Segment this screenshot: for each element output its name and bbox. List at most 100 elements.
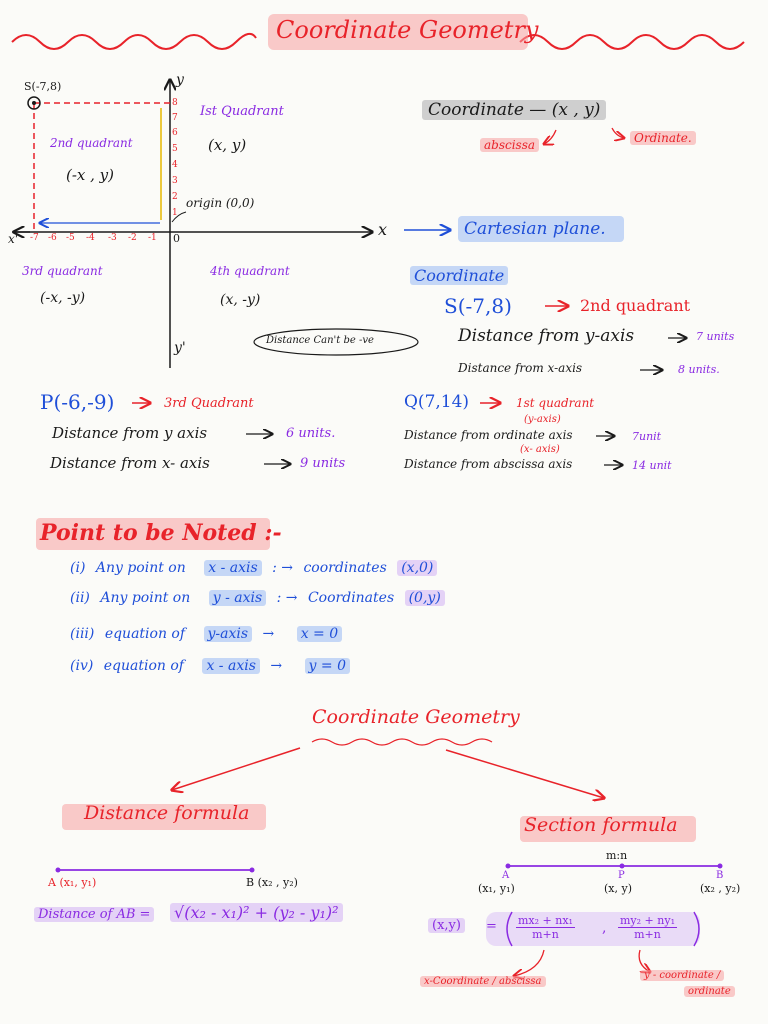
note-sep: : → [272, 560, 294, 576]
note-axis: x - axis [204, 560, 262, 576]
section-coord-a: (x₁, y₁) [478, 882, 515, 895]
example-s-dist-x-label: Distance from x-axis [458, 361, 583, 375]
tree-left: Distance formula [84, 802, 250, 824]
section-den-y: m+n [634, 928, 661, 941]
cartesian-plane-label: Cartesian plane. [464, 219, 606, 239]
y-tick: 2 [172, 192, 178, 202]
x-tick: -7 [30, 233, 39, 243]
y-tick: 4 [172, 160, 178, 170]
distance-note: Distance Can't be -ve [266, 335, 374, 346]
section-point-b: B [716, 870, 724, 881]
note-num: (ii) [70, 590, 90, 606]
title-squiggle-right [519, 34, 745, 50]
y-tick: 5 [172, 144, 178, 154]
title-highlight [268, 14, 528, 50]
quadrant-4-label: 4th quadrant [210, 264, 290, 278]
section-point-p: P [618, 870, 625, 881]
note-rest: coordinates [303, 560, 387, 576]
notes-heading: Point to be Noted :- [40, 520, 282, 546]
example-q-quadrant: 1st quadrant [516, 396, 595, 410]
x-tick: -6 [48, 233, 57, 243]
x-axis-label: x [378, 220, 388, 239]
x-tick: -3 [108, 233, 117, 243]
section-x-note: x-Coordinate / abscissa [420, 976, 546, 987]
section-eq: = [486, 919, 497, 934]
section-y-note-1: y - coordinate / [640, 970, 725, 981]
quadrant-1-coord: (x, y) [208, 136, 247, 154]
note-text: Any point on [95, 560, 186, 576]
example-q-x-axis-note: (x- axis) [520, 444, 560, 455]
note-axis: x - axis [202, 658, 260, 674]
example-s-dist-x-value: 8 units. [678, 363, 720, 376]
example-s-dist-y-label: Distance from y-axis [458, 326, 635, 346]
note-text: equation of [103, 658, 184, 674]
note-axis: y - axis [208, 590, 267, 606]
note-sep: : → [276, 590, 298, 606]
section-coord-b: (x₂ , y₂) [700, 882, 741, 895]
distance-point-b: B (x₂ , y₂) [246, 876, 298, 889]
section-frac-y: my₂ + ny₁ m+n [618, 914, 677, 941]
tree-root: Coordinate Geometry [312, 706, 520, 728]
x-tick: -4 [86, 233, 95, 243]
note-num: (iii) [70, 626, 95, 642]
note-rest: x = 0 [296, 626, 343, 642]
example-s-heading: Coordinate [410, 266, 509, 285]
y-tick: 6 [172, 128, 178, 138]
origin-zero-label: 0 [173, 232, 180, 245]
section-y-note-2: ordinate [684, 986, 735, 997]
note-num: (i) [70, 560, 86, 576]
note-rest2: (0,y) [404, 590, 445, 606]
x-tick: -1 [148, 233, 157, 243]
note-item: (ii) Any point on y - axis : → Coordinat… [70, 590, 445, 606]
example-s-dist-y-value: 7 units [696, 330, 735, 343]
point-s-marker [27, 96, 41, 110]
distance-label: Distance of AB = [34, 907, 155, 922]
note-rest2: (x,0) [397, 560, 438, 576]
abscissa-label: abscissa [480, 138, 540, 152]
page-title: Coordinate Geometry [276, 16, 539, 44]
y-axis-label: y [176, 72, 184, 88]
quadrant-2-label: 2nd quadrant [50, 136, 133, 150]
quadrant-3-coord: (-x, -y) [40, 290, 86, 306]
x-tick: -2 [128, 233, 137, 243]
example-p-dist-y-label: Distance from y axis [52, 424, 208, 442]
example-s-quadrant: 2nd quadrant [580, 296, 691, 315]
x-prime-label: x' [8, 232, 19, 246]
note-text: equation of [104, 626, 186, 642]
example-q-dist-abs-value: 14 unit [632, 459, 672, 472]
example-p-dist-x-label: Distance from x- axis [50, 454, 210, 472]
title-squiggle-left [11, 32, 257, 50]
origin-label: origin (0,0) [186, 196, 255, 210]
quadrant-1-label: Ist Quadrant [200, 104, 284, 119]
distance-point-a: A (x₁, y₁) [48, 876, 97, 889]
coordinate-label: Coordinate — (x , y) [422, 100, 607, 120]
section-num-x: mx₂ + nx₁ [516, 914, 575, 928]
note-item: (i) Any point on x - axis : → coordinate… [70, 560, 438, 576]
section-coord-p: (x, y) [604, 882, 632, 895]
y-tick: 7 [172, 113, 178, 123]
note-item: (iii) equation of y-axis → x = 0 [70, 626, 343, 642]
distance-note-ellipse [253, 328, 419, 356]
example-q-dist-ord-value: 7unit [632, 430, 662, 443]
distance-formula: √(x₂ - x₁)² + (y₂ - y₁)² [170, 903, 343, 922]
quadrant-3-label: 3rd quadrant [22, 264, 103, 278]
example-p-dist-x-value: 9 units [300, 456, 346, 471]
y-tick: 3 [172, 176, 178, 186]
section-ratio: m:n [606, 849, 628, 862]
example-p-point: P(-6,-9) [40, 390, 115, 414]
note-item: (iv) equation of x - axis → y = 0 [70, 658, 350, 674]
x-tick: -5 [66, 233, 75, 243]
example-q-y-axis-note: (y-axis) [524, 414, 561, 425]
example-q-dist-ord-label: Distance from ordinate axis [404, 428, 573, 442]
note-num: (iv) [70, 658, 94, 674]
section-num-y: my₂ + ny₁ [618, 914, 677, 928]
section-point-a: A [502, 870, 510, 881]
note-axis: y-axis [203, 626, 253, 642]
note-sep: → [262, 626, 275, 642]
y-prime-label: y' [174, 340, 186, 356]
note-rest: y = 0 [304, 658, 350, 674]
note-text: Any point on [100, 590, 191, 606]
section-comma: , [602, 920, 607, 936]
example-q-dist-abs-label: Distance from abscissa axis [404, 457, 573, 471]
